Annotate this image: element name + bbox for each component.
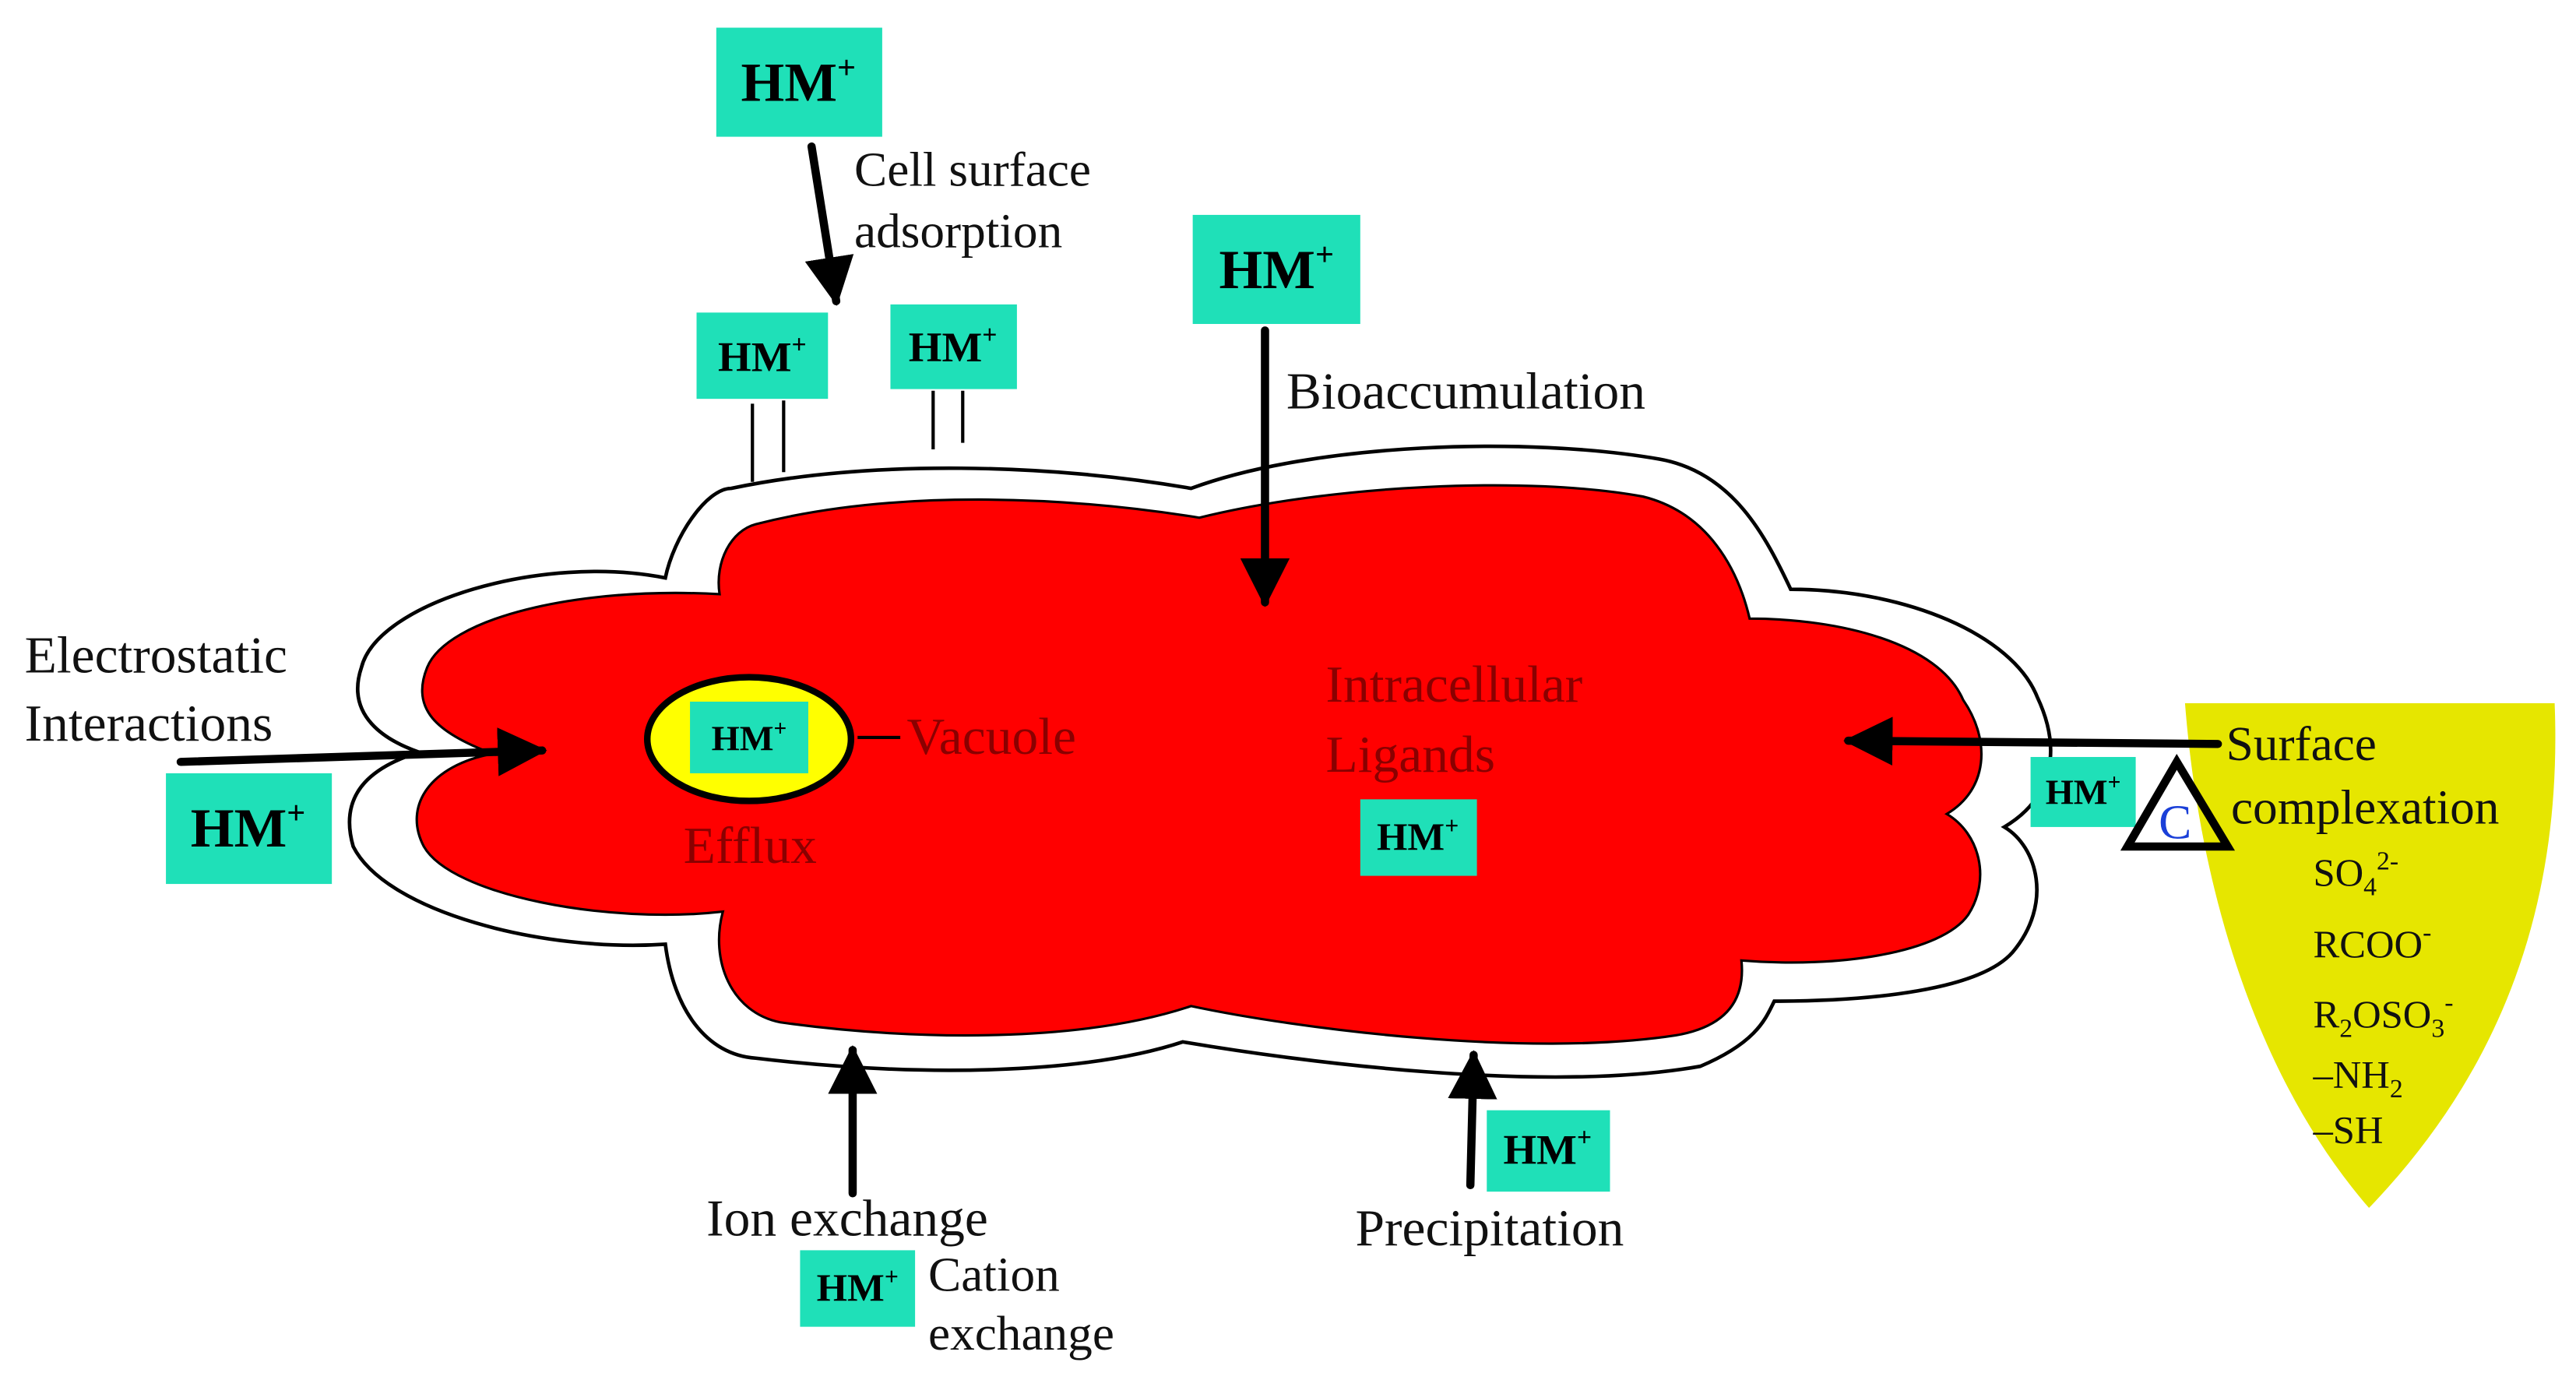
arrow-cell-surface-adsorption <box>804 142 854 306</box>
label-ion-exchange: Ion exchange <box>706 1189 988 1248</box>
group-rcoo: RCOO- <box>2313 918 2431 966</box>
arrow-surface-complexation <box>1843 716 2222 766</box>
svg-text:HM+: HM+ <box>1377 811 1459 858</box>
label-cell-surface-adsorption-1: Cell surface <box>854 143 1091 197</box>
hm-ion-cation-exchange: HM+ <box>800 1250 916 1327</box>
label-surface-complexation-2: complexation <box>2231 780 2499 835</box>
label-electrostatic-2: Interactions <box>25 694 273 752</box>
label-intracellular-1: Intracellular <box>1326 655 1583 713</box>
hm-ion-surface-right: HM+ <box>890 304 1017 389</box>
label-electrostatic-1: Electrostatic <box>25 626 287 685</box>
group-sh: –SH <box>2312 1108 2383 1152</box>
label-efflux: Efflux <box>684 816 817 875</box>
svg-text:HM+: HM+ <box>1219 238 1334 301</box>
surface-functional-groups-shield <box>2184 703 2556 1209</box>
arrow-precipitation <box>1448 1050 1497 1190</box>
label-cell-surface-adsorption-2: adsorption <box>854 204 1062 259</box>
svg-text:C: C <box>2159 795 2191 850</box>
label-surface-complexation-1: Surface <box>2226 716 2377 771</box>
label-cation-exchange-1: Cation <box>928 1248 1060 1302</box>
hm-ion-bioaccumulation: HM+ <box>1192 214 1360 324</box>
vacuole: HM+ <box>644 674 855 804</box>
svg-text:HM+: HM+ <box>909 321 998 371</box>
svg-text:HM+: HM+ <box>712 716 787 759</box>
label-vacuole: Vacuole <box>907 707 1076 766</box>
label-cation-exchange-2: exchange <box>928 1306 1114 1361</box>
svg-text:HM+: HM+ <box>741 51 857 114</box>
svg-text:HM+: HM+ <box>1503 1124 1592 1174</box>
label-precipitation: Precipitation <box>1355 1199 1624 1257</box>
group-so4: SO42- <box>2313 847 2398 901</box>
hm-ion-surface-left: HM+ <box>696 312 829 400</box>
hm-ion-top: HM+ <box>716 27 882 137</box>
svg-text:HM+: HM+ <box>2046 770 2121 812</box>
svg-text:HM+: HM+ <box>191 796 306 859</box>
label-intracellular-2: Ligands <box>1326 725 1495 783</box>
label-bioaccumulation: Bioaccumulation <box>1286 362 1645 421</box>
arrow-electrostatic <box>176 727 547 776</box>
hm-ion-electrostatic: HM+ <box>166 773 333 885</box>
svg-text:HM+: HM+ <box>817 1262 899 1309</box>
group-r2oso3: R2OSO3- <box>2313 988 2453 1043</box>
svg-text:HM+: HM+ <box>718 331 807 381</box>
hm-ion-surface-complexation: HM+ <box>2030 757 2136 827</box>
hm-ion-precipitation: HM+ <box>1487 1110 1610 1192</box>
group-nh2: –NH2 <box>2312 1053 2402 1104</box>
hm-ion-intracellular: HM+ <box>1360 799 1477 876</box>
complexation-triangle: C <box>2120 753 2236 851</box>
